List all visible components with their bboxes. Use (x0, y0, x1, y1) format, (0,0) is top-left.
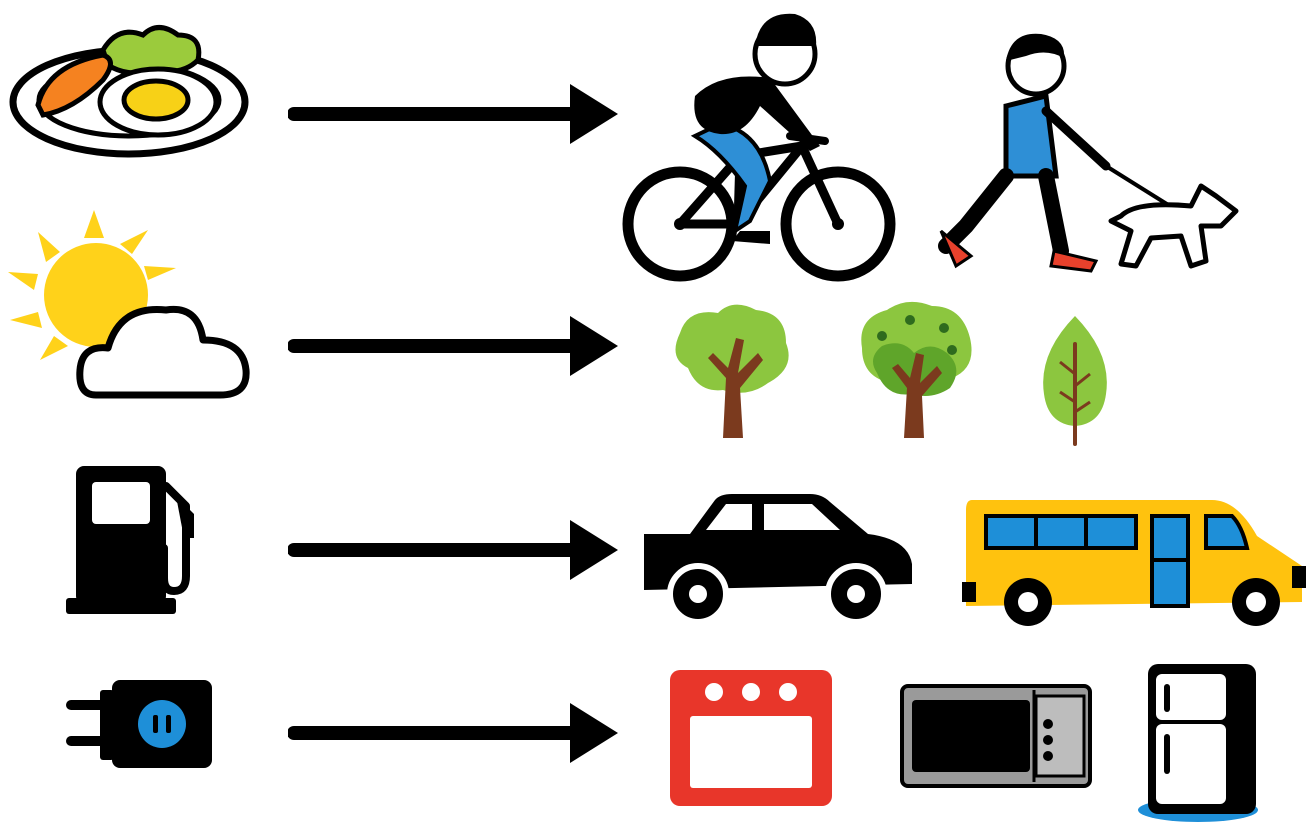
arrow-right-icon (287, 316, 620, 376)
tree-icon (668, 298, 794, 440)
car-icon (640, 494, 916, 625)
person-walking-dog-icon (936, 26, 1246, 278)
cyclist-icon (620, 6, 898, 282)
fuel-pump-icon (66, 466, 202, 614)
leaf-icon (1040, 314, 1110, 446)
bus-icon (962, 496, 1308, 628)
arrow-right-icon (287, 520, 620, 580)
microwave-icon (900, 684, 1092, 788)
arrow-right-icon (287, 703, 620, 763)
electric-plug-socket-icon (66, 680, 216, 772)
food-plate-icon (8, 20, 250, 160)
sun-behind-cloud-icon (8, 210, 252, 405)
fruit-tree-icon (852, 298, 978, 440)
refrigerator-icon (1134, 660, 1264, 824)
arrow-right-icon (287, 84, 620, 144)
oven-icon (668, 668, 834, 808)
